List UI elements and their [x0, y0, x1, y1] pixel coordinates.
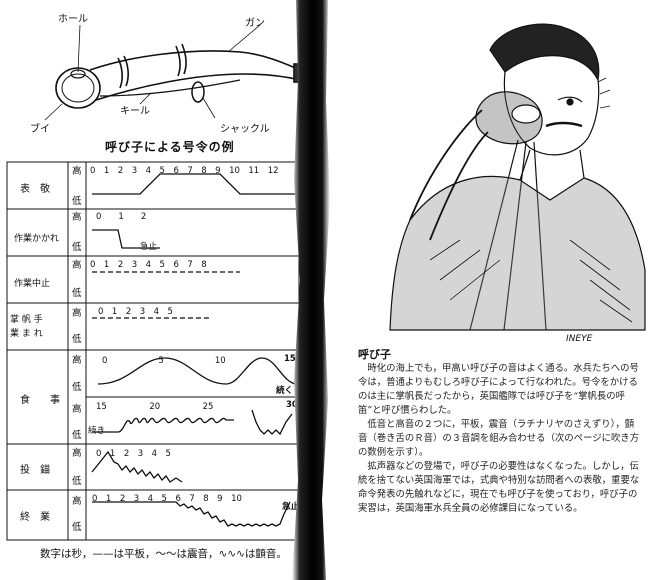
note-continued: 続く [276, 386, 294, 396]
ticks-boatswain: 0 1 2 3 4 5 [98, 307, 173, 317]
ticks-anchor: 0 1 2 3 4 5 [96, 449, 171, 459]
book-gutter [292, 0, 330, 580]
label-buoy: ブイ [30, 124, 50, 135]
high-marker: 高 [72, 448, 82, 459]
article-paragraph: 時化の海上でも，甲高い呼び子の音はよく通る。水兵たちへの号令は，普通よりもむしろ… [358, 363, 639, 416]
right-page: INEYE 呼び子 時化の海上でも，甲高い呼び子の音はよく通る。水兵たちへの号令… [340, 0, 650, 580]
row-label-end-work: 終 業 [20, 512, 50, 523]
low-marker: 低 [72, 522, 82, 533]
low-marker: 低 [72, 476, 82, 487]
high-marker: 高 [72, 496, 82, 507]
low-marker: 低 [72, 288, 82, 299]
ticks-meal-top: 0 5 10 [102, 356, 226, 366]
high-marker: 高 [72, 404, 82, 415]
low-marker: 低 [72, 382, 82, 393]
label-keel: キール [120, 106, 150, 117]
label-gun: ガン [245, 18, 265, 29]
low-marker: 低 [72, 242, 82, 253]
whistle-command-table [6, 161, 300, 541]
table-title: 呼び子による号令の例 [105, 140, 235, 154]
note-sudden-stop: 急止 [140, 242, 158, 252]
ticks-end-work: 0 1 2 3 4 5 6 7 8 9 10 [92, 494, 242, 504]
artist-signature: INEYE [566, 334, 593, 344]
high-marker: 高 [72, 212, 82, 223]
bosun-whistle-illustration [44, 24, 300, 121]
ticks-salute: 0 1 2 3 4 5 6 7 8 9 10 11 12 [90, 166, 279, 176]
row-label-meal: 食 事 [20, 395, 60, 406]
row-label-start-work: 作業かかれ [14, 234, 60, 244]
low-marker: 低 [72, 196, 82, 207]
high-marker: 高 [72, 355, 82, 366]
row-label-boatswain-a: 掌 帆 手 [10, 315, 43, 325]
note-continuation: 続き [88, 426, 106, 436]
note-sudden-stop-end: 急止 [282, 502, 300, 512]
article-body: 時化の海上でも，甲高い呼び子の音はよく通る。水兵たちへの号令は，普通よりもむしろ… [358, 362, 642, 516]
row-label-boatswain-b: 業 ま れ [10, 329, 43, 339]
left-page: ホール ガン キール シャックル ブイ 呼び子による号令の例 [0, 0, 300, 580]
low-marker: 低 [72, 334, 82, 345]
row-label-stop-work: 作業中止 [14, 279, 51, 289]
article-paragraph: 拡声器などの登場で，呼び子の必要性はなくなった。しかし，伝統を捨てない英国海軍で… [358, 461, 640, 514]
label-hole: ホール [58, 14, 88, 25]
end-meal-top: 15 [284, 354, 296, 364]
row-label-anchor: 投 錨 [20, 465, 50, 476]
ticks-meal-bottom: 15 20 25 [96, 402, 214, 412]
ticks-start-work: 0 1 2 [96, 212, 147, 222]
legend-caption: 数字は秒，——は平板，〜〜は震音，∿∿∿は顫音。 [40, 548, 287, 560]
ticks-stop-work: 0 1 2 3 4 5 6 7 8 [90, 260, 207, 270]
low-marker: 低 [72, 430, 82, 441]
boatswain-portrait-illustration [389, 23, 646, 331]
row-label-salute: 表 敬 [20, 184, 50, 195]
article-heading: 呼び子 [358, 348, 391, 361]
high-marker: 高 [72, 166, 82, 177]
high-marker: 高 [72, 260, 82, 271]
end-meal-bottom: 30 [286, 400, 298, 410]
label-shackle: シャックル [220, 124, 270, 135]
article-paragraph: 低音と高音の２つに，平板，震音（ラチナリヤのさえずり），顫音（巻き舌のＲ音）の３… [358, 419, 640, 458]
high-marker: 高 [72, 308, 82, 319]
